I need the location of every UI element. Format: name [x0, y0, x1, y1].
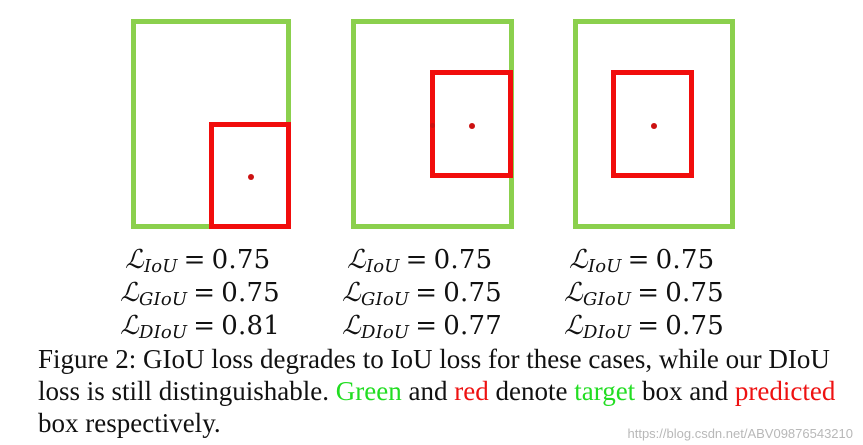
watermark: https://blog.csdn.net/ABV09876543210 — [627, 426, 853, 441]
loss-line: ℒDIoU=0.75 — [564, 310, 724, 349]
loss-sub: DIoU — [582, 322, 632, 343]
loss-value: 0.75 — [655, 245, 715, 275]
loss-value: 0.75 — [211, 245, 271, 275]
loss-value: 0.75 — [665, 278, 724, 308]
loss-value: 0.75 — [433, 245, 493, 275]
loss-value: 0.75 — [665, 311, 724, 341]
caption-text: box respectively. — [38, 408, 221, 438]
equals-sign: = — [193, 311, 216, 341]
equals-sign: = — [627, 245, 650, 275]
equals-sign: = — [193, 278, 216, 308]
equals-sign: = — [405, 245, 428, 275]
loss-line: ℒGIoU=0.75 — [120, 277, 280, 316]
caption-text: and — [401, 376, 455, 406]
center-dot-3 — [651, 123, 657, 129]
target-box-3 — [573, 19, 735, 229]
caption-red-word: red — [454, 376, 489, 406]
caption-target-word: target — [574, 376, 636, 406]
loss-value: 0.77 — [443, 311, 502, 341]
loss-sub: IoU — [143, 256, 178, 277]
center-dot-2 — [469, 123, 475, 129]
loss-line: ℒGIoU=0.75 — [564, 277, 724, 316]
loss-value: 0.75 — [221, 278, 280, 308]
caption-text: denote — [488, 376, 575, 406]
loss-value: 0.81 — [221, 311, 280, 341]
figure-caption: Figure 2: GIoU loss degrades to IoU loss… — [38, 343, 838, 439]
caption-predicted-word: predicted — [734, 376, 836, 406]
loss-line: ℒIoU=0.75 — [347, 244, 492, 283]
loss-symbol: ℒ — [342, 311, 361, 341]
equals-sign: = — [415, 278, 438, 308]
predicted-box-1 — [209, 122, 291, 229]
loss-value: 0.75 — [443, 278, 502, 308]
loss-line: ℒIoU=0.75 — [569, 244, 714, 283]
loss-sub: GIoU — [138, 289, 188, 310]
equals-sign: = — [183, 245, 206, 275]
loss-sub: GIoU — [360, 289, 410, 310]
loss-line: ℒDIoU=0.77 — [342, 310, 502, 349]
loss-symbol: ℒ — [120, 278, 139, 308]
center-dot-2b — [430, 123, 435, 128]
caption-text: box and — [635, 376, 735, 406]
loss-symbol: ℒ — [564, 278, 583, 308]
loss-sub: IoU — [587, 256, 622, 277]
loss-line: ℒGIoU=0.75 — [342, 277, 502, 316]
loss-sub: DIoU — [138, 322, 188, 343]
equals-sign: = — [637, 278, 660, 308]
equals-sign: = — [637, 311, 660, 341]
loss-symbol: ℒ — [125, 245, 144, 275]
predicted-box-3 — [611, 70, 694, 178]
loss-symbol: ℒ — [342, 278, 361, 308]
loss-symbol: ℒ — [120, 311, 139, 341]
caption-green-word: Green — [335, 376, 402, 406]
caption-text: Figure 2: GIoU loss degrades to IoU loss… — [38, 344, 830, 406]
equals-sign: = — [415, 311, 438, 341]
center-dot-1 — [248, 174, 254, 180]
loss-sub: DIoU — [360, 322, 410, 343]
loss-sub: GIoU — [582, 289, 632, 310]
loss-line: ℒDIoU=0.81 — [120, 310, 280, 349]
loss-line: ℒIoU=0.75 — [125, 244, 270, 283]
loss-symbol: ℒ — [569, 245, 588, 275]
loss-symbol: ℒ — [564, 311, 583, 341]
loss-sub: IoU — [365, 256, 400, 277]
loss-symbol: ℒ — [347, 245, 366, 275]
